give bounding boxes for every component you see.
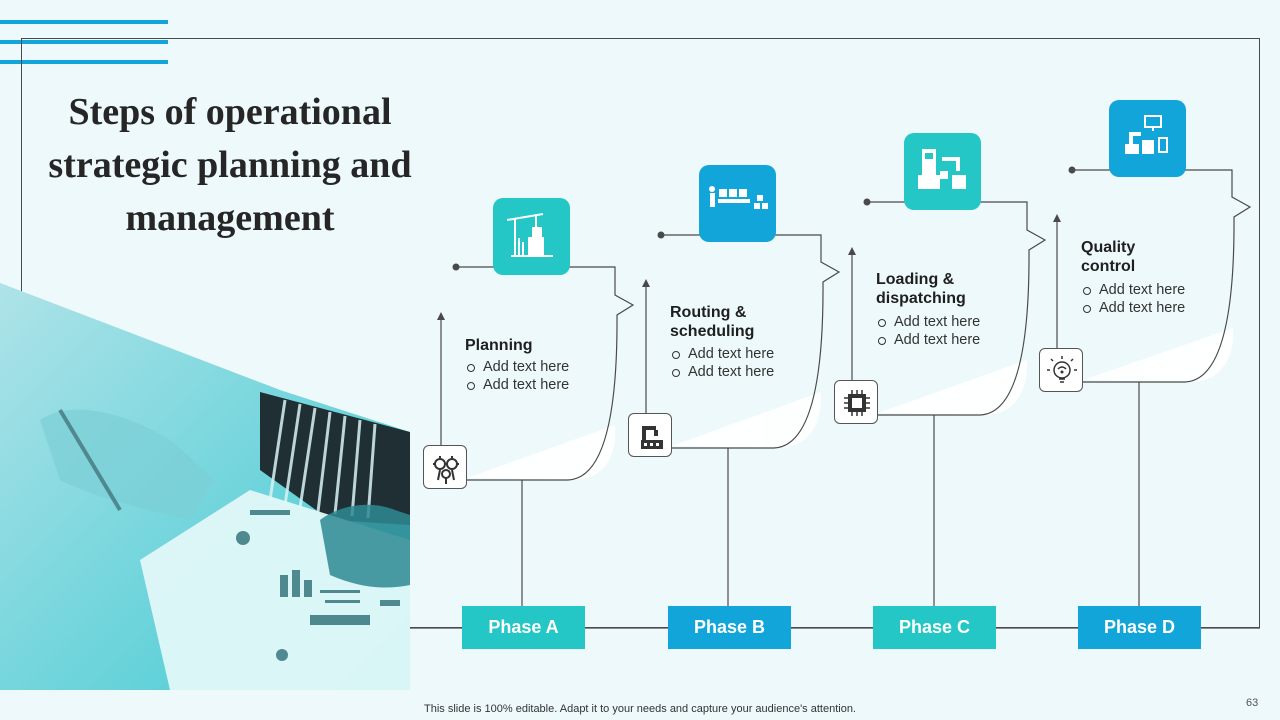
list-item: Add text here (465, 376, 569, 394)
step-2-tile (699, 165, 776, 242)
monitoring-robot-icon (1125, 115, 1168, 154)
step-3-tile (904, 133, 981, 210)
microchip-icon (844, 390, 870, 416)
footer-note: This slide is 100% editable. Adapt it to… (424, 703, 856, 715)
list-item: Add text here (1081, 281, 1185, 299)
phase-c-box: Phase C (873, 606, 996, 649)
list-item: Add text here (465, 358, 569, 376)
step-2-bullets: Add text here Add text here (670, 345, 774, 381)
step-1-bullets: Add text here Add text here (465, 358, 569, 394)
page-number: 63 (1246, 697, 1259, 709)
step-4-bullets: Add text here Add text here (1081, 281, 1185, 317)
step-3-title: Loading & dispatching (876, 271, 966, 307)
phase-a-box: Phase A (462, 606, 585, 649)
step-4-tile (1109, 100, 1186, 177)
crane-factory-icon (506, 213, 553, 257)
accent-line-2 (0, 40, 168, 44)
accent-line-1 (0, 20, 168, 24)
slide-title: Steps of operational strategic planning … (48, 91, 412, 239)
step-1-title: Planning (465, 337, 533, 354)
step-2-small-icon (628, 413, 672, 457)
phase-b-box: Phase B (668, 606, 791, 649)
conveyor-worker-icon (709, 186, 768, 209)
phase-d-box: Phase D (1078, 606, 1201, 649)
step-1-tile (493, 198, 570, 275)
step-4-title: Quality control (1081, 239, 1136, 275)
step-3-small-icon (834, 380, 878, 424)
robot-machine-icon (641, 426, 663, 449)
step-4-small-icon (1039, 348, 1083, 392)
list-item: Add text here (1081, 299, 1185, 317)
step-3-bullets: Add text here Add text here (876, 313, 980, 349)
accent-line-3 (0, 60, 168, 64)
smart-bulb-icon (1047, 356, 1077, 383)
list-item: Add text here (876, 313, 980, 331)
loading-crane-icon (918, 149, 966, 189)
step-2-title: Routing & scheduling (670, 304, 755, 340)
list-item: Add text here (670, 363, 774, 381)
step-1-small-icon (423, 445, 467, 489)
list-item: Add text here (876, 331, 980, 349)
list-item: Add text here (670, 345, 774, 363)
gears-icon (433, 456, 459, 484)
